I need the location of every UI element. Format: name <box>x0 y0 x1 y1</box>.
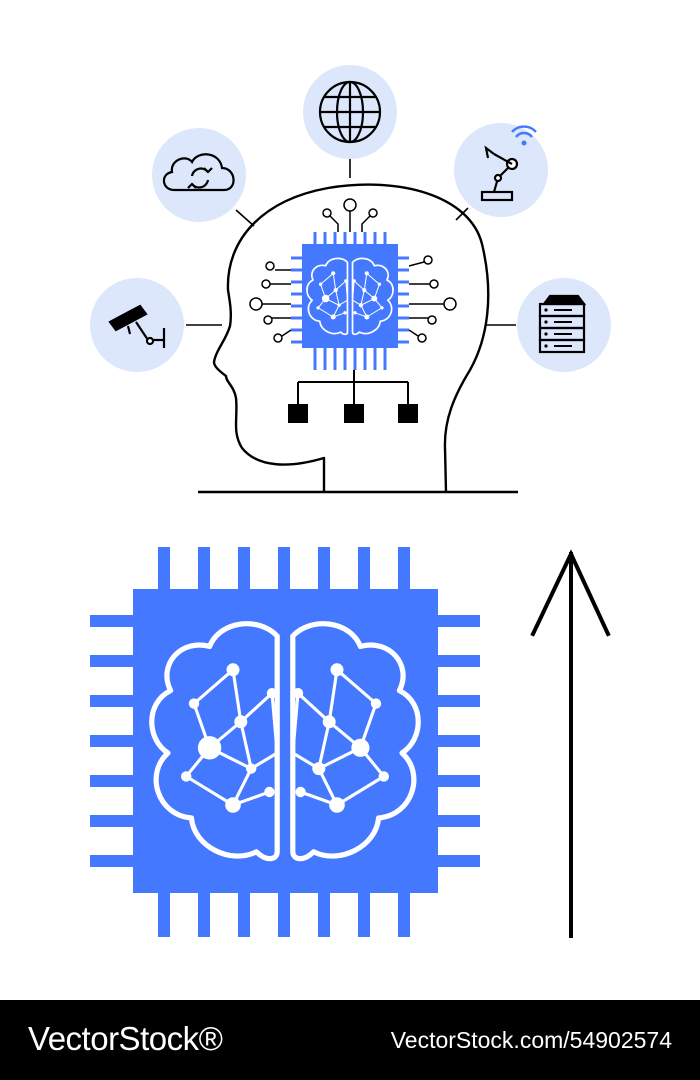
robotic-arm-icon <box>480 145 519 202</box>
globe-bubble <box>303 65 397 159</box>
image-id-label: VectorStock.com/54902574 <box>390 1027 672 1053</box>
up-arrow-icon <box>530 549 611 938</box>
small-ai-chip-icon <box>291 232 409 370</box>
brand-label: VectorStock® <box>28 1020 223 1057</box>
connector-lines <box>186 158 516 326</box>
cloud-sync-bubble <box>152 128 246 222</box>
globe-icon <box>318 80 382 144</box>
illustration <box>90 65 611 938</box>
circuit-traces <box>249 198 457 343</box>
watermark-footer: VectorStock® VectorStock.com/54902574 <box>0 1000 700 1080</box>
wifi-icon <box>511 125 537 146</box>
head-silhouette <box>198 183 518 494</box>
server-rack-bubble <box>517 278 611 372</box>
large-ai-chip-icon <box>90 547 480 937</box>
hierarchy-tree-icon <box>288 370 418 423</box>
robotic-arm-bubble <box>454 123 548 217</box>
cctv-camera-bubble <box>90 278 184 372</box>
cloud-sync-icon <box>162 153 235 192</box>
cctv-camera-icon <box>108 304 166 348</box>
server-rack-icon <box>538 294 587 354</box>
